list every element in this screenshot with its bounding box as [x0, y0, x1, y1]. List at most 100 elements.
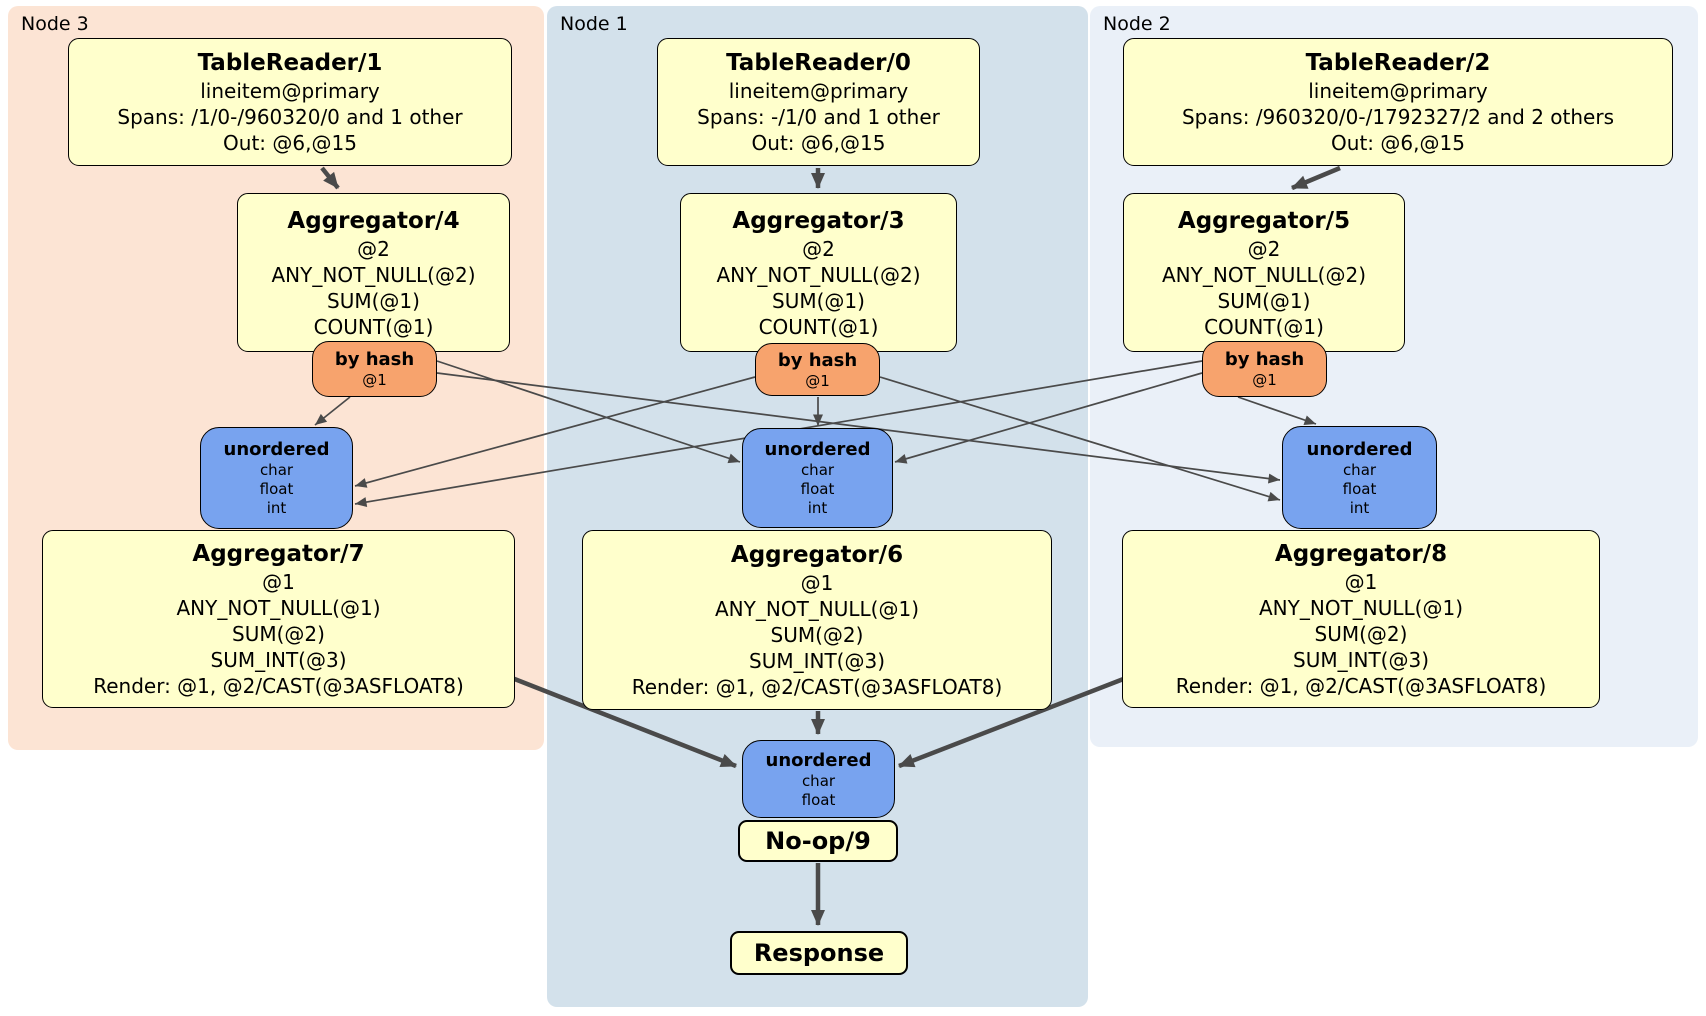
edge-hash1-to-sync2	[879, 376, 1281, 502]
hash-router-node2-title: by hash	[1224, 349, 1305, 370]
edge-tablereader1-to-aggregator4	[320, 166, 340, 190]
aggregator-3-group-cols: @2	[802, 236, 835, 261]
aggregator-8-title: Aggregator/8	[1274, 541, 1448, 567]
tablereader-1-out: Out: @6,@15	[223, 131, 357, 155]
unordered-sync-node3-title: unordered	[223, 439, 330, 460]
tablereader-1-title: TableReader/1	[197, 50, 383, 76]
aggregator-5-box: Aggregator/5 @2 ANY_NOT_NULL(@2) SUM(@1)…	[1123, 193, 1405, 352]
aggregator-6-box: Aggregator/6 @1 ANY_NOT_NULL(@1) SUM(@2)…	[582, 530, 1052, 710]
edge-hash3-to-sync1	[436, 360, 741, 464]
aggregator-7-fn-sum-int: SUM_INT(@3)	[210, 648, 347, 672]
unordered-sync-node3-col-char: char	[259, 461, 294, 479]
aggregator-4-group-cols: @2	[357, 236, 390, 261]
tablereader-1-box: TableReader/1 lineitem@primary Spans: /1…	[68, 38, 512, 166]
hash-router-node1: by hash @1	[755, 343, 880, 396]
aggregator-7-box: Aggregator/7 @1 ANY_NOT_NULL(@1) SUM(@2)…	[42, 530, 515, 708]
aggregator-5-fn-count: COUNT(@1)	[1204, 314, 1324, 339]
aggregator-6-fn-sum-int: SUM_INT(@3)	[749, 649, 885, 673]
aggregator-4-fn-count: COUNT(@1)	[313, 314, 434, 339]
hash-router-node3-title: by hash	[334, 349, 415, 370]
edge-hash2-to-sync1	[894, 372, 1203, 464]
tablereader-1-spans: Spans: /1/0-/960320/0 and 1 other	[117, 105, 463, 129]
aggregator-8-render: Render: @1, @2/CAST(@3ASFLOAT8)	[1175, 674, 1547, 698]
tablereader-2-box: TableReader/2 lineitem@primary Spans: /9…	[1123, 38, 1673, 166]
hash-router-node3-cols: @1	[362, 371, 387, 389]
aggregator-5-group-cols: @2	[1247, 236, 1281, 261]
aggregator-5-fn-any-not-null: ANY_NOT_NULL(@2)	[1162, 262, 1366, 287]
aggregator-4-title: Aggregator/4	[287, 207, 460, 234]
tablereader-0-box: TableReader/0 lineitem@primary Spans: -/…	[657, 38, 980, 166]
unordered-sync-final-col-char: char	[801, 771, 836, 790]
unordered-sync-node2-title: unordered	[1306, 438, 1413, 460]
unordered-sync-node1: unordered char float int	[742, 428, 893, 528]
aggregator-3-fn-any-not-null: ANY_NOT_NULL(@2)	[716, 262, 921, 287]
aggregator-7-fn-any-not-null: ANY_NOT_NULL(@1)	[176, 596, 381, 620]
tablereader-0-index: lineitem@primary	[728, 79, 909, 103]
noop-9-box: No-op/9	[738, 820, 898, 862]
aggregator-3-fn-count: COUNT(@1)	[758, 314, 879, 339]
tablereader-2-title: TableReader/2	[1305, 50, 1491, 76]
unordered-sync-node1-col-float: float	[800, 480, 835, 498]
hash-router-node1-title: by hash	[777, 349, 858, 371]
aggregator-5-fn-sum: SUM(@1)	[1217, 288, 1311, 313]
edge-tablereader2-to-aggregator5	[1291, 165, 1341, 191]
aggregator-8-fn-any-not-null: ANY_NOT_NULL(@1)	[1259, 596, 1463, 620]
node2-panel-label: Node 2	[1103, 13, 1171, 35]
node1-panel-label: Node 1	[560, 13, 628, 35]
node3-panel-label: Node 3	[21, 13, 89, 35]
edge-hash3-to-sync3	[314, 396, 351, 426]
unordered-sync-node1-col-int: int	[807, 499, 828, 517]
aggregator-8-fn-sum: SUM(@2)	[1314, 622, 1408, 646]
unordered-sync-node2-col-char: char	[1342, 460, 1377, 479]
aggregator-3-box: Aggregator/3 @2 ANY_NOT_NULL(@2) SUM(@1)…	[680, 193, 957, 352]
aggregator-7-render: Render: @1, @2/CAST(@3ASFLOAT8)	[93, 674, 464, 698]
aggregator-6-fn-any-not-null: ANY_NOT_NULL(@1)	[715, 597, 919, 621]
unordered-sync-final-col-float: float	[801, 790, 836, 809]
aggregator-4-fn-any-not-null: ANY_NOT_NULL(@2)	[271, 262, 476, 287]
unordered-sync-final-title: unordered	[765, 749, 872, 771]
unordered-sync-node3-col-int: int	[266, 499, 287, 517]
aggregator-6-title: Aggregator/6	[730, 542, 904, 568]
aggregator-8-group-cols: @1	[1344, 570, 1378, 594]
aggregator-6-group-cols: @1	[800, 571, 834, 595]
response-title: Response	[753, 939, 885, 967]
aggregator-3-fn-sum: SUM(@1)	[772, 288, 865, 313]
tablereader-2-out: Out: @6,@15	[1331, 131, 1465, 155]
aggregator-7-title: Aggregator/7	[192, 541, 365, 567]
unordered-sync-final: unordered char float	[742, 740, 895, 818]
aggregator-4-box: Aggregator/4 @2 ANY_NOT_NULL(@2) SUM(@1)…	[237, 193, 510, 352]
response-box: Response	[730, 931, 908, 975]
edge-aggregator7-to-final-sync	[511, 675, 737, 769]
hash-router-node1-cols: @1	[805, 371, 830, 390]
hash-router-node3: by hash @1	[312, 341, 437, 397]
tablereader-0-title: TableReader/0	[726, 50, 911, 76]
edge-hash1-to-sync3	[354, 376, 756, 488]
aggregator-4-fn-sum: SUM(@1)	[327, 288, 420, 313]
aggregator-5-title: Aggregator/5	[1177, 207, 1351, 234]
aggregator-6-render: Render: @1, @2/CAST(@3ASFLOAT8)	[631, 675, 1003, 699]
tablereader-2-spans: Spans: /960320/0-/1792327/2 and 2 others	[1181, 105, 1614, 129]
tablereader-0-spans: Spans: -/1/0 and 1 other	[697, 105, 940, 129]
aggregator-6-fn-sum: SUM(@2)	[770, 623, 864, 647]
unordered-sync-node3-col-float: float	[259, 480, 294, 498]
aggregator-8-fn-sum-int: SUM_INT(@3)	[1293, 648, 1429, 672]
noop-9-title: No-op/9	[765, 827, 871, 855]
edge-hash3-to-sync2	[436, 372, 1281, 484]
edge-hash2-to-sync2	[1237, 396, 1317, 425]
tablereader-0-out: Out: @6,@15	[751, 131, 886, 155]
hash-router-node2: by hash @1	[1202, 341, 1327, 397]
aggregator-3-title: Aggregator/3	[732, 207, 905, 234]
aggregator-7-fn-sum: SUM(@2)	[232, 622, 325, 646]
tablereader-2-index: lineitem@primary	[1308, 79, 1488, 103]
aggregator-8-box: Aggregator/8 @1 ANY_NOT_NULL(@1) SUM(@2)…	[1122, 530, 1600, 708]
unordered-sync-node1-title: unordered	[764, 439, 871, 460]
unordered-sync-node3: unordered char float int	[200, 427, 353, 529]
unordered-sync-node1-col-char: char	[800, 461, 835, 479]
unordered-sync-node2: unordered char float int	[1282, 426, 1437, 529]
aggregator-7-group-cols: @1	[262, 570, 295, 594]
tablereader-1-index: lineitem@primary	[200, 79, 380, 103]
unordered-sync-node2-col-float: float	[1342, 479, 1377, 498]
unordered-sync-node2-col-int: int	[1349, 498, 1370, 517]
hash-router-node2-cols: @1	[1252, 371, 1277, 389]
